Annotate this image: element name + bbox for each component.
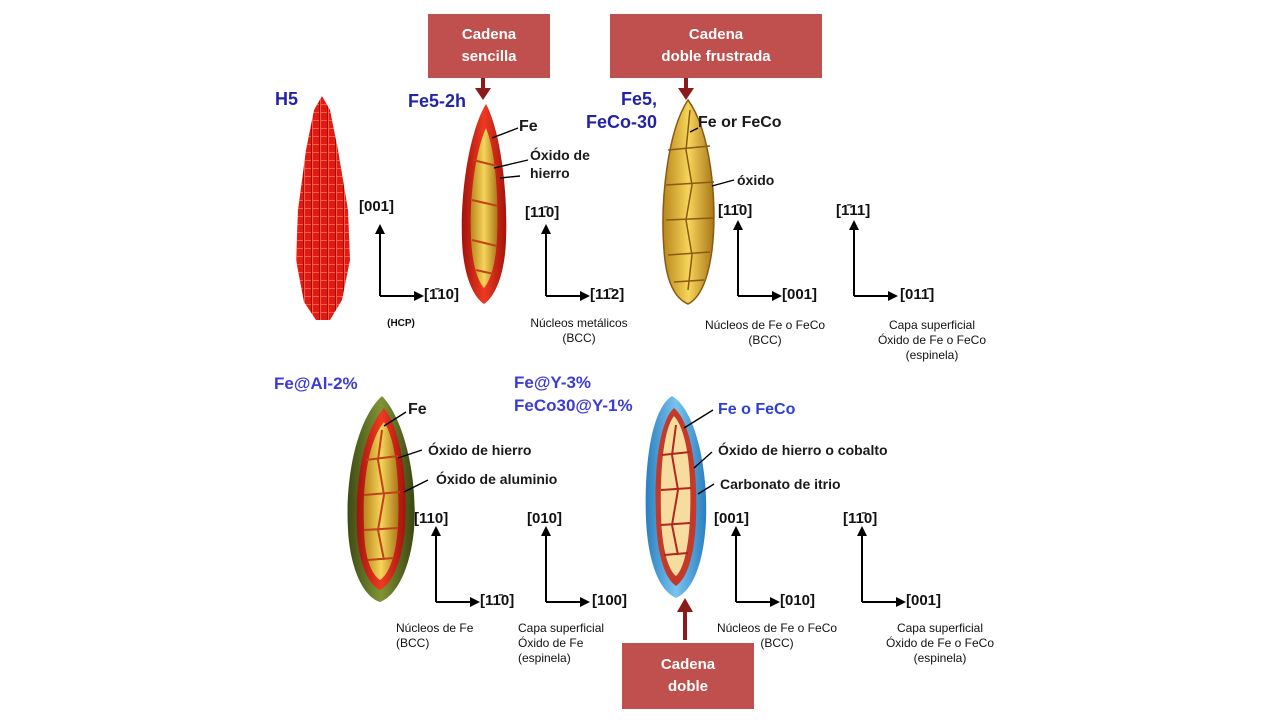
fe-y-oxide-label: Óxido de hierro o cobalto <box>718 442 888 458</box>
fe-al-oxide-label: Óxido de hierro <box>428 442 532 458</box>
fe5-shell-axis-horizontal: [011̄] <box>900 286 935 303</box>
h5-axis-horizontal: [1̄10] <box>424 286 460 303</box>
fe5-shell-axis-vertical: [1̄11] <box>836 202 871 219</box>
callout-double-frustrated-chain: Cadena doble frustrada <box>610 14 822 78</box>
callout-double-chain: Cadena doble <box>622 643 754 709</box>
fe5-core-label: Fe or FeCo <box>698 114 782 131</box>
fe-al-core-axis-horizontal: [11̄0] <box>480 592 515 609</box>
h5-caption: (HCP) <box>387 318 415 329</box>
fe-al-shell-caption: Capa superficial Óxido de Fe (espinela) <box>518 621 605 665</box>
fe5-2h-core-label: Fe <box>519 118 538 135</box>
fe-al-alumina-label: Óxido de aluminio <box>436 471 558 487</box>
fe-y-shell-axis-vertical: [11̄0] <box>843 510 878 527</box>
fe5-shell-label: óxido <box>737 172 775 188</box>
fe5-2h-axis-vertical: [11̄0] <box>525 204 560 221</box>
leader-lines <box>383 127 735 495</box>
fe5-2h-shell-label: Óxido de hierro <box>530 147 590 181</box>
fe5-2h-particle <box>461 104 507 304</box>
fe-al-core-label: Fe <box>408 401 427 418</box>
callout-single-chain: Cadena sencilla <box>428 14 550 78</box>
fe-al-shell-axis-horizontal: [100] <box>592 592 628 609</box>
fe-al-core-axis-vertical: [110] <box>414 510 449 527</box>
h5-axis-vertical: [001] <box>359 198 395 215</box>
fe-y-core-caption: Núcleos de Fe o FeCo (BCC) <box>716 621 838 650</box>
callout-arrows <box>475 78 694 640</box>
fe-y-shell-caption: Capa superficial Óxido de Fe o FeCo (esp… <box>885 621 995 665</box>
fe-al-particle <box>347 396 415 602</box>
fe5-shell-caption: Capa superficial Óxido de Fe o FeCo (esp… <box>877 318 987 362</box>
fe5-core-axis-horizontal: [001] <box>782 286 818 303</box>
h5-particle <box>296 96 350 320</box>
fe-y-particle <box>645 396 707 598</box>
fe5-core-axis-vertical: [11̄0] <box>718 202 753 219</box>
fe-y-carbonate-label: Carbonato de itrio <box>720 476 841 492</box>
title-h5: H5 <box>275 89 299 109</box>
fe-al-shell-axis-vertical: [010] <box>527 510 563 527</box>
fe-y-core-axis-vertical: [001] <box>714 510 750 527</box>
fe5-feco30-particle <box>662 98 715 305</box>
fe5-2h-caption: Núcleos metálicos (BCC) <box>530 316 628 345</box>
fe-al-core-caption: Núcleos de Fe (BCC) <box>396 621 474 650</box>
fe-y-core-label: Fe o FeCo <box>718 401 796 418</box>
title-fe-al: Fe@Al-2% <box>274 374 358 393</box>
title-fe-y: Fe@Y-3% FeCo30@Y-1% <box>514 373 633 415</box>
fe-y-shell-axis-horizontal: [001] <box>906 592 942 609</box>
title-fe5-2h: Fe5-2h <box>408 91 467 111</box>
fe5-core-caption: Núcleos de Fe o FeCo (BCC) <box>704 318 826 347</box>
axis-frames <box>375 220 906 607</box>
title-fe5-feco30: Fe5, FeCo-30 <box>586 89 658 132</box>
fe-y-core-axis-horizontal: [010] <box>780 592 816 609</box>
fe5-2h-axis-horizontal: [11̄2] <box>590 286 625 303</box>
